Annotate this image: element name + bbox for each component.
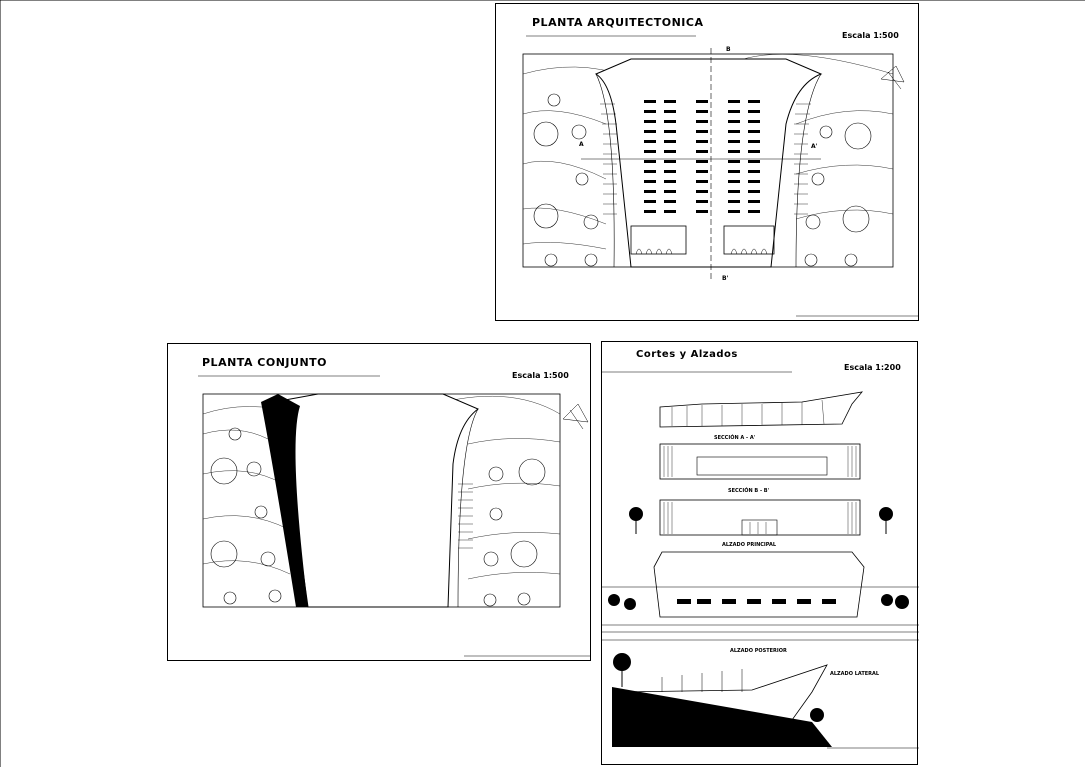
sheet-title: Cortes y Alzados bbox=[636, 349, 738, 360]
site-plan-drawing bbox=[198, 375, 590, 657]
sheet-planta-arquitectonica: PLANTA ARQUITECTONICA Escala 1:500 bbox=[495, 3, 919, 321]
floor-plan-drawing bbox=[522, 35, 918, 317]
label-seccion-b: SECCIÓN B - B' bbox=[728, 488, 770, 494]
sheet-planta-conjunto: PLANTA CONJUNTO Escala 1:500 bbox=[167, 343, 591, 661]
cut-label-b: B bbox=[726, 46, 731, 53]
cut-label-a: A bbox=[579, 141, 584, 148]
sections-elevations-drawing bbox=[602, 371, 919, 749]
label-seccion-a: SECCIÓN A - A' bbox=[714, 435, 756, 441]
cut-label-b-prime: B' bbox=[722, 275, 729, 282]
sheet-scale: Escala 1:200 bbox=[844, 363, 901, 372]
label-alzado-lateral: ALZADO LATERAL bbox=[830, 671, 880, 677]
sheet-title: PLANTA ARQUITECTONICA bbox=[532, 16, 704, 29]
label-alzado-principal: ALZADO PRINCIPAL bbox=[722, 542, 777, 548]
sheet-scale: Escala 1:500 bbox=[842, 31, 899, 40]
sheet-scale: Escala 1:500 bbox=[512, 371, 569, 380]
sheet-title: PLANTA CONJUNTO bbox=[202, 356, 327, 369]
sheet-cortes-alzados: Cortes y Alzados Escala 1:200 bbox=[601, 341, 919, 765]
label-alzado-posterior: ALZADO POSTERIOR bbox=[730, 648, 787, 654]
cut-label-a-prime: A' bbox=[811, 143, 818, 150]
